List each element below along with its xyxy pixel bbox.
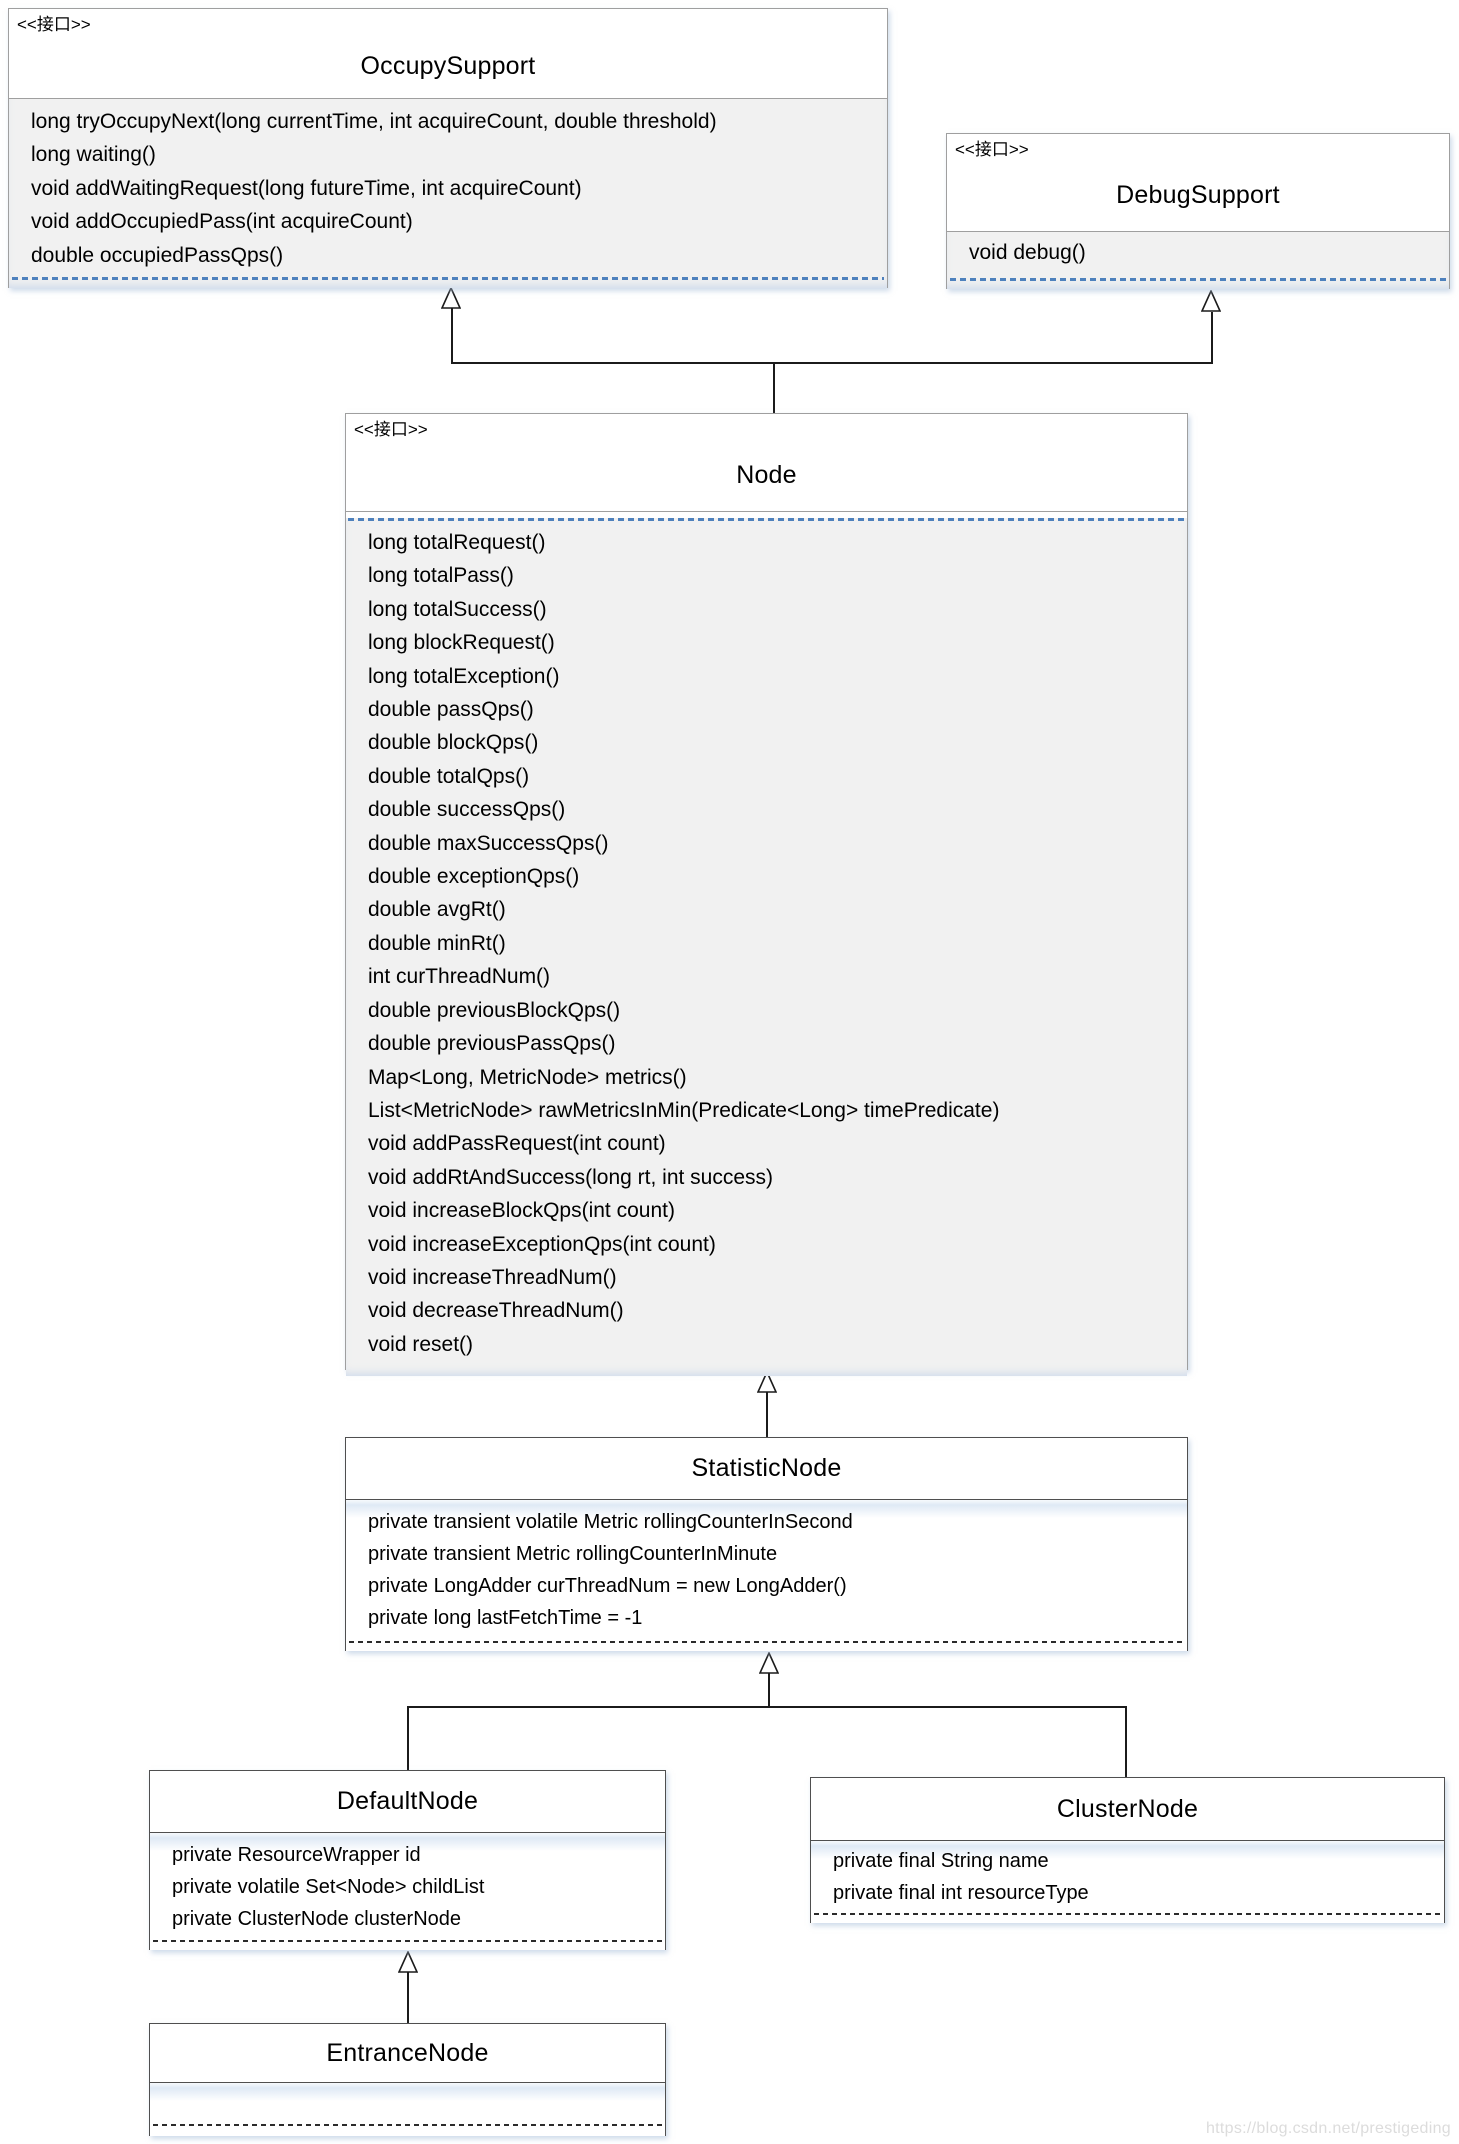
class-box-node: <<接口>> Node long totalRequest()long tota… — [345, 413, 1188, 1376]
members-list — [150, 2083, 665, 2089]
member-line: double previousBlockQps() — [368, 998, 621, 1022]
connector-line — [766, 1392, 768, 1437]
member-line: long totalException() — [368, 664, 560, 688]
member-line: private final String name — [833, 1850, 1049, 1872]
member-line: double occupiedPassQps() — [31, 243, 284, 267]
dashed-separator — [349, 1641, 1184, 1643]
stereotype-label: <<接口>> — [955, 140, 1029, 159]
inheritance-arrowhead — [398, 1951, 418, 1973]
connector-line — [407, 1706, 409, 1770]
member-line: private ClusterNode clusterNode — [172, 1908, 462, 1930]
member-line: double blockQps() — [368, 731, 539, 755]
member-line: long totalRequest() — [368, 531, 546, 554]
class-box-occupysupport: <<接口>> OccupySupport long tryOccupyNext(… — [8, 8, 888, 288]
members-list: long totalRequest() long totalPass() long … — [346, 524, 1187, 1361]
member-line: List<MetricNode> rawMetricsInMin(Predica… — [368, 1098, 1000, 1122]
member-line: Map<Long, MetricNode> metrics() — [368, 1065, 687, 1089]
dashed-separator — [348, 518, 1185, 521]
member-line: void addRtAndSuccess(long rt, int succes… — [368, 1165, 774, 1189]
member-line: void debug() — [969, 241, 1086, 264]
member-line: void addPassRequest(int count) — [368, 1132, 666, 1156]
inheritance-arrowhead — [1201, 290, 1221, 312]
stereotype-label: <<接口>> — [17, 15, 91, 34]
members-list: void debug() — [947, 232, 1449, 269]
member-line: double totalQps() — [368, 764, 530, 788]
class-box-debugsupport: <<接口>> DebugSupport void debug() — [946, 133, 1450, 289]
connector-line — [773, 362, 775, 414]
watermark-text: https://blog.csdn.net/prestigeding — [1205, 2120, 1451, 2137]
members-list: private final String name private final i… — [811, 1841, 1444, 1909]
members-list: private transient volatile Metric rollin… — [346, 1500, 1187, 1634]
connector-line — [451, 362, 1213, 364]
connector-line — [1211, 312, 1213, 364]
stereotype-label: <<接口>> — [354, 420, 428, 439]
member-line: double minRt() — [368, 931, 506, 955]
member-line: private transient Metric rollingCounterI… — [368, 1543, 778, 1565]
member-line: void reset() — [368, 1332, 474, 1356]
member-line: private transient volatile Metric rollin… — [368, 1511, 853, 1533]
class-title-statisticnode: StatisticNode — [691, 1454, 842, 1482]
connector-line — [768, 1673, 770, 1708]
dashed-separator — [814, 1913, 1441, 1915]
member-line: void decreaseThreadNum() — [368, 1299, 624, 1323]
member-line: long waiting() — [31, 143, 156, 167]
connector-line — [1125, 1706, 1127, 1777]
member-line: long totalSuccess() — [368, 597, 547, 621]
member-line: private ResourceWrapper id — [172, 1844, 421, 1866]
connector-line — [451, 308, 453, 364]
inheritance-arrowhead — [441, 287, 461, 309]
member-line: double successQps() — [368, 798, 566, 822]
members-list: private ResourceWrapper id private volati… — [150, 1833, 665, 1935]
member-line: void increaseExceptionQps(int count) — [368, 1232, 716, 1256]
member-line: private volatile Set<Node> childList — [172, 1876, 485, 1898]
class-title-debugsupport: DebugSupport — [1116, 181, 1280, 209]
class-title-clusternode: ClusterNode — [1056, 1794, 1199, 1823]
inheritance-arrowhead — [759, 1652, 779, 1674]
member-line: void increaseThreadNum() — [368, 1265, 617, 1289]
member-line: void increaseBlockQps(int count) — [368, 1199, 675, 1223]
class-title-entrancenode: EntranceNode — [326, 2038, 489, 2067]
connector-line — [407, 1706, 1127, 1708]
member-line: int curThreadNum() — [368, 965, 551, 989]
member-line: void addOccupiedPass(int acquireCount) — [31, 210, 413, 234]
member-line: private long lastFetchTime = -1 — [368, 1607, 643, 1629]
class-title-node: Node — [736, 461, 797, 489]
members-list: long tryOccupyNext(long currentTime, int… — [9, 99, 887, 272]
dashed-separator — [153, 1940, 662, 1942]
member-line: long totalPass() — [368, 564, 514, 588]
dashed-separator — [12, 277, 884, 280]
member-line: double avgRt() — [368, 898, 506, 922]
member-line: double passQps() — [368, 698, 534, 722]
member-line: private final int resourceType — [833, 1882, 1089, 1904]
member-line: double maxSuccessQps() — [368, 831, 609, 855]
class-title-defaultnode: DefaultNode — [336, 1787, 479, 1815]
class-box-entrancenode: EntranceNode — [149, 2023, 666, 2136]
class-title-occupysupport: OccupySupport — [360, 52, 536, 80]
dashed-separator — [950, 278, 1446, 281]
member-line: private LongAdder curThreadNum = new Lon… — [368, 1575, 847, 1597]
member-line: long tryOccupyNext(long currentTime, int… — [31, 110, 717, 133]
member-line: long blockRequest() — [368, 631, 555, 655]
class-box-statisticnode: StatisticNode private transient volatile… — [345, 1437, 1188, 1651]
dashed-separator — [153, 2124, 662, 2126]
member-line: void addWaitingRequest(long futureTime, … — [31, 176, 582, 200]
connector-line — [407, 1972, 409, 2023]
member-line: double previousPassQps() — [368, 1032, 616, 1056]
member-line: double exceptionQps() — [368, 865, 580, 889]
